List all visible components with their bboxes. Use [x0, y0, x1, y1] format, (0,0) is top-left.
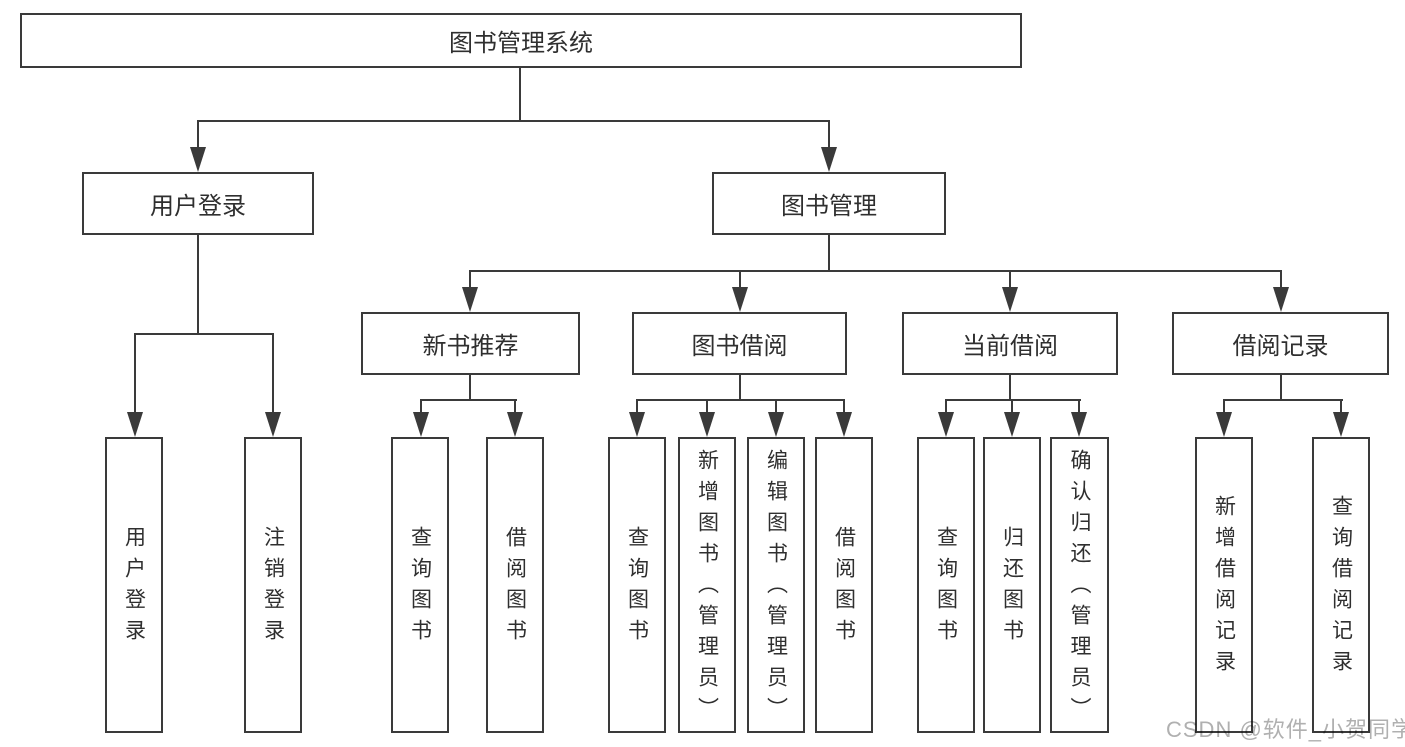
connector-borrow-records-rail	[1223, 399, 1343, 401]
leaf-query-borrow-record: 查询借阅记录	[1312, 437, 1370, 733]
leaf-logout: 注销登录	[244, 437, 302, 733]
leaf-return-books: 归还图书	[983, 437, 1041, 733]
leaf-add-books-admin: 新增图书（管理员）	[678, 437, 736, 733]
arrow-down-current-borrow-leaf-1	[937, 399, 955, 437]
connector-book-management-stem	[828, 235, 830, 272]
arrow-down-borrow-records-leaf-1	[1215, 399, 1233, 437]
arrow-down-to-new-book-recommend	[461, 270, 479, 312]
leaf-borrow-books-recommend: 借阅图书	[486, 437, 544, 733]
connector-book-borrow-stem	[739, 375, 741, 401]
leaf-query-books-current: 查询图书	[917, 437, 975, 733]
node-new-book-recommend: 新书推荐	[361, 312, 580, 375]
node-borrow-records: 借阅记录	[1172, 312, 1389, 375]
leaf-confirm-return-admin: 确认归还（管理员）	[1050, 437, 1109, 733]
leaf-borrow-books: 借阅图书	[815, 437, 873, 733]
leaf-add-borrow-record: 新增借阅记录	[1195, 437, 1253, 733]
arrow-down-to-borrow-records	[1272, 270, 1290, 312]
leaf-query-books-borrow: 查询图书	[608, 437, 666, 733]
connector-root-stem	[519, 68, 521, 122]
leaf-query-books-recommend: 查询图书	[391, 437, 449, 733]
node-book-management-branch: 图书管理	[712, 172, 946, 235]
connector-book-management-rail	[469, 270, 1282, 272]
arrow-down-book-borrow-leaf-2	[698, 399, 716, 437]
node-current-borrow: 当前借阅	[902, 312, 1118, 375]
arrow-down-to-current-borrow	[1001, 270, 1019, 312]
csdn-watermark: CSDN @软件_小贺同学	[1166, 717, 1405, 742]
node-book-borrow: 图书借阅	[632, 312, 847, 375]
node-user-login-branch: 用户登录	[82, 172, 314, 235]
arrow-down-to-book-borrow	[731, 270, 749, 312]
connector-new-book-stem	[469, 375, 471, 401]
node-root-library-system: 图书管理系统	[20, 13, 1022, 68]
connector-current-borrow-stem	[1009, 375, 1011, 401]
connector-root-rail	[197, 120, 830, 122]
arrow-down-to-user-login	[189, 120, 207, 172]
connector-current-borrow-rail	[945, 399, 1081, 401]
arrow-down-book-borrow-leaf-1	[628, 399, 646, 437]
leaf-edit-books-admin: 编辑图书（管理员）	[747, 437, 805, 733]
connector-book-borrow-rail	[636, 399, 845, 401]
arrow-down-book-borrow-leaf-4	[835, 399, 853, 437]
arrow-down-to-book-management	[820, 120, 838, 172]
arrow-down-new-book-leaf-1	[412, 399, 430, 437]
connector-user-login-stem	[197, 235, 199, 335]
connector-borrow-records-stem	[1280, 375, 1282, 401]
arrow-down-current-borrow-leaf-2	[1003, 399, 1021, 437]
arrow-down-borrow-records-leaf-2	[1332, 399, 1350, 437]
arrow-down-to-leaf-user-login	[126, 333, 144, 437]
arrow-down-book-borrow-leaf-3	[767, 399, 785, 437]
leaf-user-login: 用户登录	[105, 437, 163, 733]
arrow-down-current-borrow-leaf-3	[1070, 399, 1088, 437]
connector-new-book-rail	[420, 399, 517, 401]
arrow-down-to-leaf-logout	[264, 333, 282, 437]
connector-user-login-rail	[134, 333, 274, 335]
arrow-down-new-book-leaf-2	[506, 399, 524, 437]
